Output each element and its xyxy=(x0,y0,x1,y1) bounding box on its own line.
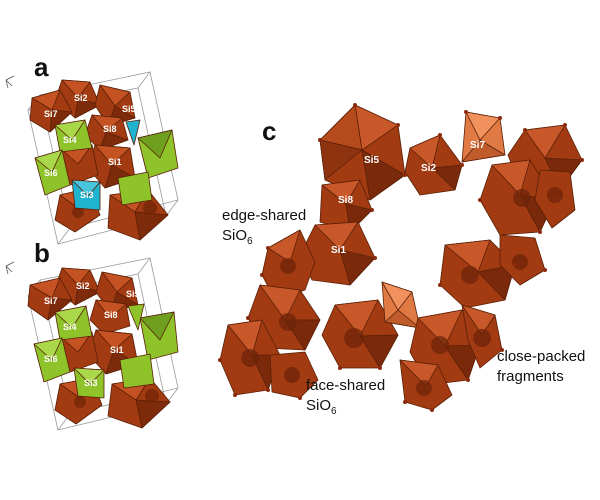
octahedron-edge-shared-c xyxy=(261,229,316,301)
site-label-si8-b: Si8 xyxy=(104,310,118,320)
site-label-si8-c: Si8 xyxy=(338,195,353,206)
annotation-close-packed-line1: close-packed xyxy=(497,348,585,365)
octahedron-si8-b xyxy=(89,299,131,335)
site-label-si7-a: Si7 xyxy=(44,109,58,119)
panel-a: a xyxy=(5,52,179,245)
site-label-si1-b: Si1 xyxy=(110,345,124,355)
panel-a-letter: a xyxy=(34,52,49,82)
annotation-edge-shared-line2: SiO xyxy=(222,227,247,244)
tetrahedron-si4-b xyxy=(54,305,93,341)
site-label-si2-a: Si2 xyxy=(74,93,88,103)
axis-indicator-a xyxy=(5,75,15,89)
site-label-si1-c: Si1 xyxy=(331,245,346,256)
octahedron-right-mid-c xyxy=(439,239,516,309)
annotation-face-shared-line2: SiO xyxy=(306,397,331,414)
site-label-si8-a: Si8 xyxy=(103,124,117,134)
tetrahedron-orange-c xyxy=(381,281,421,329)
panel-c-letter: c xyxy=(262,116,276,146)
octahedron-si2-c xyxy=(404,134,463,196)
site-label-si4-b: Si4 xyxy=(63,322,77,332)
site-label-si2-c: Si2 xyxy=(421,163,436,174)
octahedron-close-packed-2-c xyxy=(461,304,503,369)
tetrahedron-cyan-top-a xyxy=(125,119,141,146)
octahedron-si8-a xyxy=(84,114,129,151)
tetrahedron-lower-b xyxy=(119,353,155,389)
annotation-face-shared: face-shared xyxy=(306,377,385,394)
site-label-si6-b: Si6 xyxy=(44,354,58,364)
octahedron-si7-a xyxy=(29,89,73,133)
tetrahedron-top-b xyxy=(127,303,145,331)
site-label-si4-a: Si4 xyxy=(63,135,77,145)
site-label-si1-a: Si1 xyxy=(108,157,122,167)
site-label-si5-b: Si5 xyxy=(126,289,140,299)
annotation-edge-shared-line1: edge-shared xyxy=(222,207,306,224)
annotation-edge-shared-formula: SiO6 xyxy=(222,227,253,247)
annotation-edge-shared: edge-shared xyxy=(222,207,306,224)
site-label-si5-a: Si5 xyxy=(122,104,136,114)
tetrahedron-si3-a xyxy=(71,179,101,211)
panel-c: c xyxy=(218,103,585,417)
octahedron-left-lower-3-c xyxy=(269,351,319,399)
octahedron-close-packed-3-c xyxy=(399,359,453,411)
site-label-si6-a: Si6 xyxy=(44,168,58,178)
site-label-si3-a: Si3 xyxy=(80,190,94,200)
site-label-si7-c: Si7 xyxy=(470,140,485,151)
tetrahedron-lower-a xyxy=(117,171,153,206)
site-label-si3-b: Si3 xyxy=(84,378,98,388)
site-label-si2-b: Si2 xyxy=(76,281,90,291)
tetrahedron-right-a xyxy=(137,129,179,179)
oxygen-atoms-c xyxy=(218,103,584,412)
octahedron-right-mid-2-c xyxy=(499,234,546,286)
tetrahedron-right-b xyxy=(139,311,179,361)
axis-indicator-b xyxy=(5,261,15,275)
panel-b: b xyxy=(5,238,179,431)
site-label-si5-c: Si5 xyxy=(364,155,379,166)
tetrahedron-si6-a xyxy=(34,149,71,196)
annotation-close-packed-line2: fragments xyxy=(497,368,564,385)
tetrahedron-si7-c xyxy=(461,111,506,163)
annotation-face-shared-formula: SiO6 xyxy=(306,397,337,417)
tetrahedron-si4-a xyxy=(54,119,93,153)
tetrahedron-si6-b xyxy=(33,337,71,383)
tetrahedron-si3-b xyxy=(73,367,105,399)
panel-b-letter: b xyxy=(34,238,50,268)
annotation-face-shared-line1: face-shared xyxy=(306,377,385,394)
site-label-si7-b: Si7 xyxy=(44,296,58,306)
annotation-edge-shared-subscript: 6 xyxy=(247,236,253,247)
annotation-face-shared-subscript: 6 xyxy=(331,406,337,417)
octahedron-si7-b xyxy=(27,277,73,321)
